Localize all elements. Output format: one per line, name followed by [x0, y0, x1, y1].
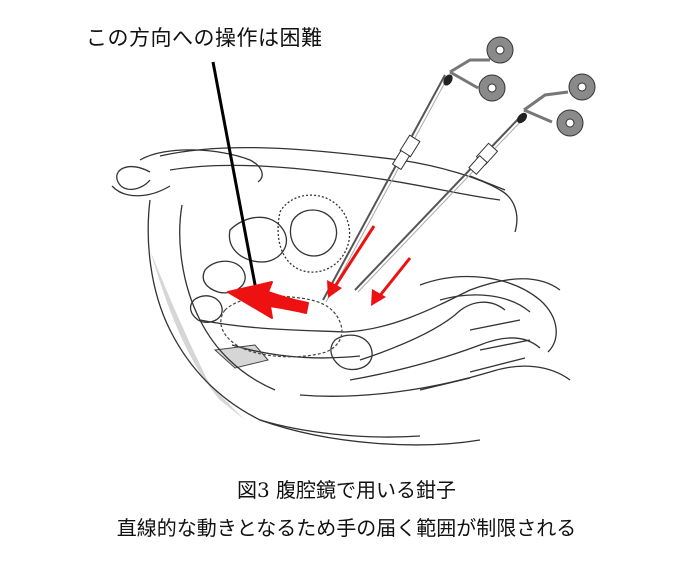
anatomy-outline — [111, 146, 571, 446]
figure-caption-description: 直線的な動きとなるため手の届く範囲が制限される — [116, 516, 577, 540]
abdominal-cavity — [220, 295, 343, 358]
difficult-direction-arrow-icon — [227, 281, 309, 319]
annotation-label: この方向への操作は困難 — [86, 26, 323, 50]
forceps-right — [354, 73, 596, 293]
forceps-left — [322, 36, 514, 303]
annotation-pointer — [211, 61, 258, 291]
insertion-arrows — [327, 225, 412, 306]
spine-shading — [213, 344, 269, 369]
figure-caption-title: 図3 腹腔鏡で用いる鉗子 — [236, 478, 457, 502]
back-shading — [150, 250, 245, 420]
